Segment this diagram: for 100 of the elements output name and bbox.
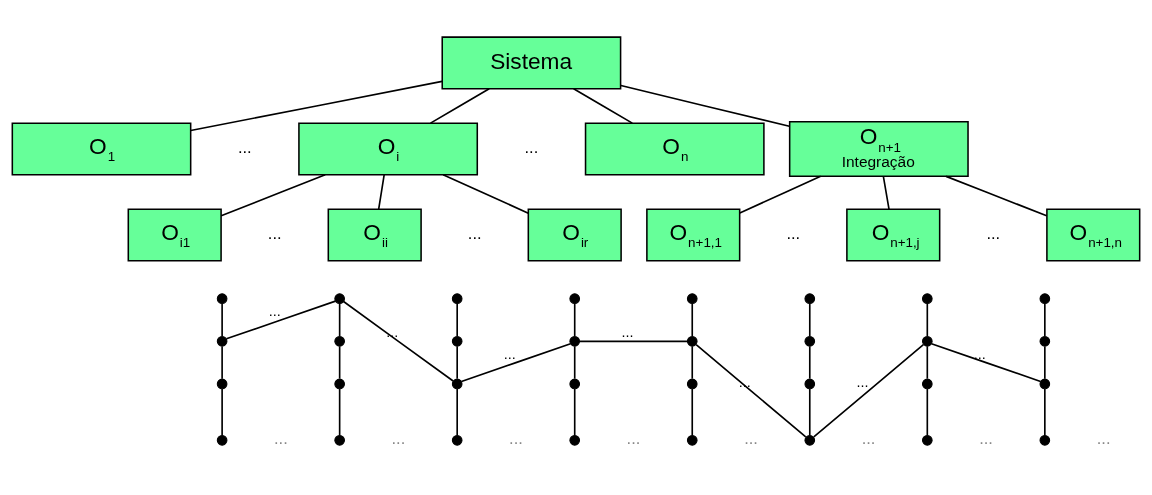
node-circle [921,434,933,446]
node-circle [1039,378,1051,389]
node-circle [921,292,933,304]
connector [945,175,1048,217]
connector [338,387,341,436]
label: ... [509,428,523,447]
connector [926,387,929,436]
connector [221,345,223,379]
connector [221,302,223,337]
connector [578,339,689,342]
label: ... [861,428,876,447]
label: ... [274,428,288,447]
node-circle [216,292,228,304]
connector [926,345,929,379]
connector [377,173,385,210]
node-circle [334,292,345,304]
connector [572,87,634,124]
connector [573,302,576,337]
connector [225,299,337,340]
connector [813,343,925,438]
connector [573,387,576,436]
node-box: O$_{n+1,1}$ [646,208,741,262]
node-circle [921,335,933,347]
node-circle [569,434,581,446]
connector [573,345,576,379]
node-circle [216,378,228,389]
node-circle [1039,434,1051,446]
node-circle [686,292,698,304]
connector [691,302,694,337]
node-circle [569,335,581,347]
label: ... [1096,428,1111,447]
node-circle [451,434,463,446]
node-circle [216,335,228,347]
label: ... [744,428,758,447]
connector [189,80,443,131]
label: ... [979,428,993,447]
node-circle [686,378,698,389]
connector [691,387,694,436]
connector [882,175,890,210]
label: ... [626,428,641,447]
edge-label: ... [738,373,751,390]
node-circle [569,378,581,389]
connector [695,343,807,438]
connector [221,387,223,436]
label: ... [237,137,252,156]
connector [460,342,572,382]
connector [429,87,490,124]
node-circle [804,335,816,347]
connector [691,345,694,379]
node-circle [921,378,933,389]
node-circle [1039,335,1051,347]
edge-label: ... [386,323,399,340]
node-circle [451,378,463,389]
node-circle [804,378,816,389]
node-circle [334,434,345,446]
label: ... [986,223,1001,242]
node-circle [569,292,581,304]
node-circle [451,292,463,304]
node-circle [686,434,698,446]
connector [926,302,929,337]
label: ... [786,223,801,242]
node-circle [686,335,698,347]
connector [456,302,458,337]
connector [456,387,458,436]
node-circle [804,292,816,304]
node-circle [334,378,345,389]
node-circle [334,335,345,347]
node-box: O$_{ir}$ [527,208,622,262]
node-box: O$_{n+1,j}$ [846,208,941,262]
node-box: O$_{i}$ [298,121,479,176]
label: ... [267,223,282,242]
node-circle [451,335,463,347]
connector [930,342,1042,382]
connector [808,302,811,337]
connector [1044,345,1046,379]
connector [220,173,327,217]
connector [338,302,341,337]
edge-label: ... [973,345,986,362]
connector [620,84,791,127]
connector [1044,302,1046,337]
connector [808,345,811,379]
node-circle [216,434,228,446]
node-box: O$_{1}$ [11,121,192,176]
label: ... [391,428,406,447]
node-box: O$_{n+1,n}$ [1046,208,1141,262]
label: ... [467,223,482,242]
node-circle [1039,292,1051,304]
node-box: O$_{n+1}$ Integração [788,120,969,177]
node-box: Sistema [441,35,622,89]
connector [456,345,458,379]
connector [1044,387,1046,436]
connector [338,345,341,379]
connector [739,175,822,214]
edge-label: ... [503,345,516,362]
connector [808,387,811,436]
edge-label: ... [856,373,869,390]
node-box: O$_{ii}$ [327,208,422,262]
node-box: O$_{i1}$ [127,208,222,262]
connector [442,173,530,214]
node-box: O$_{n}$ [584,121,765,176]
